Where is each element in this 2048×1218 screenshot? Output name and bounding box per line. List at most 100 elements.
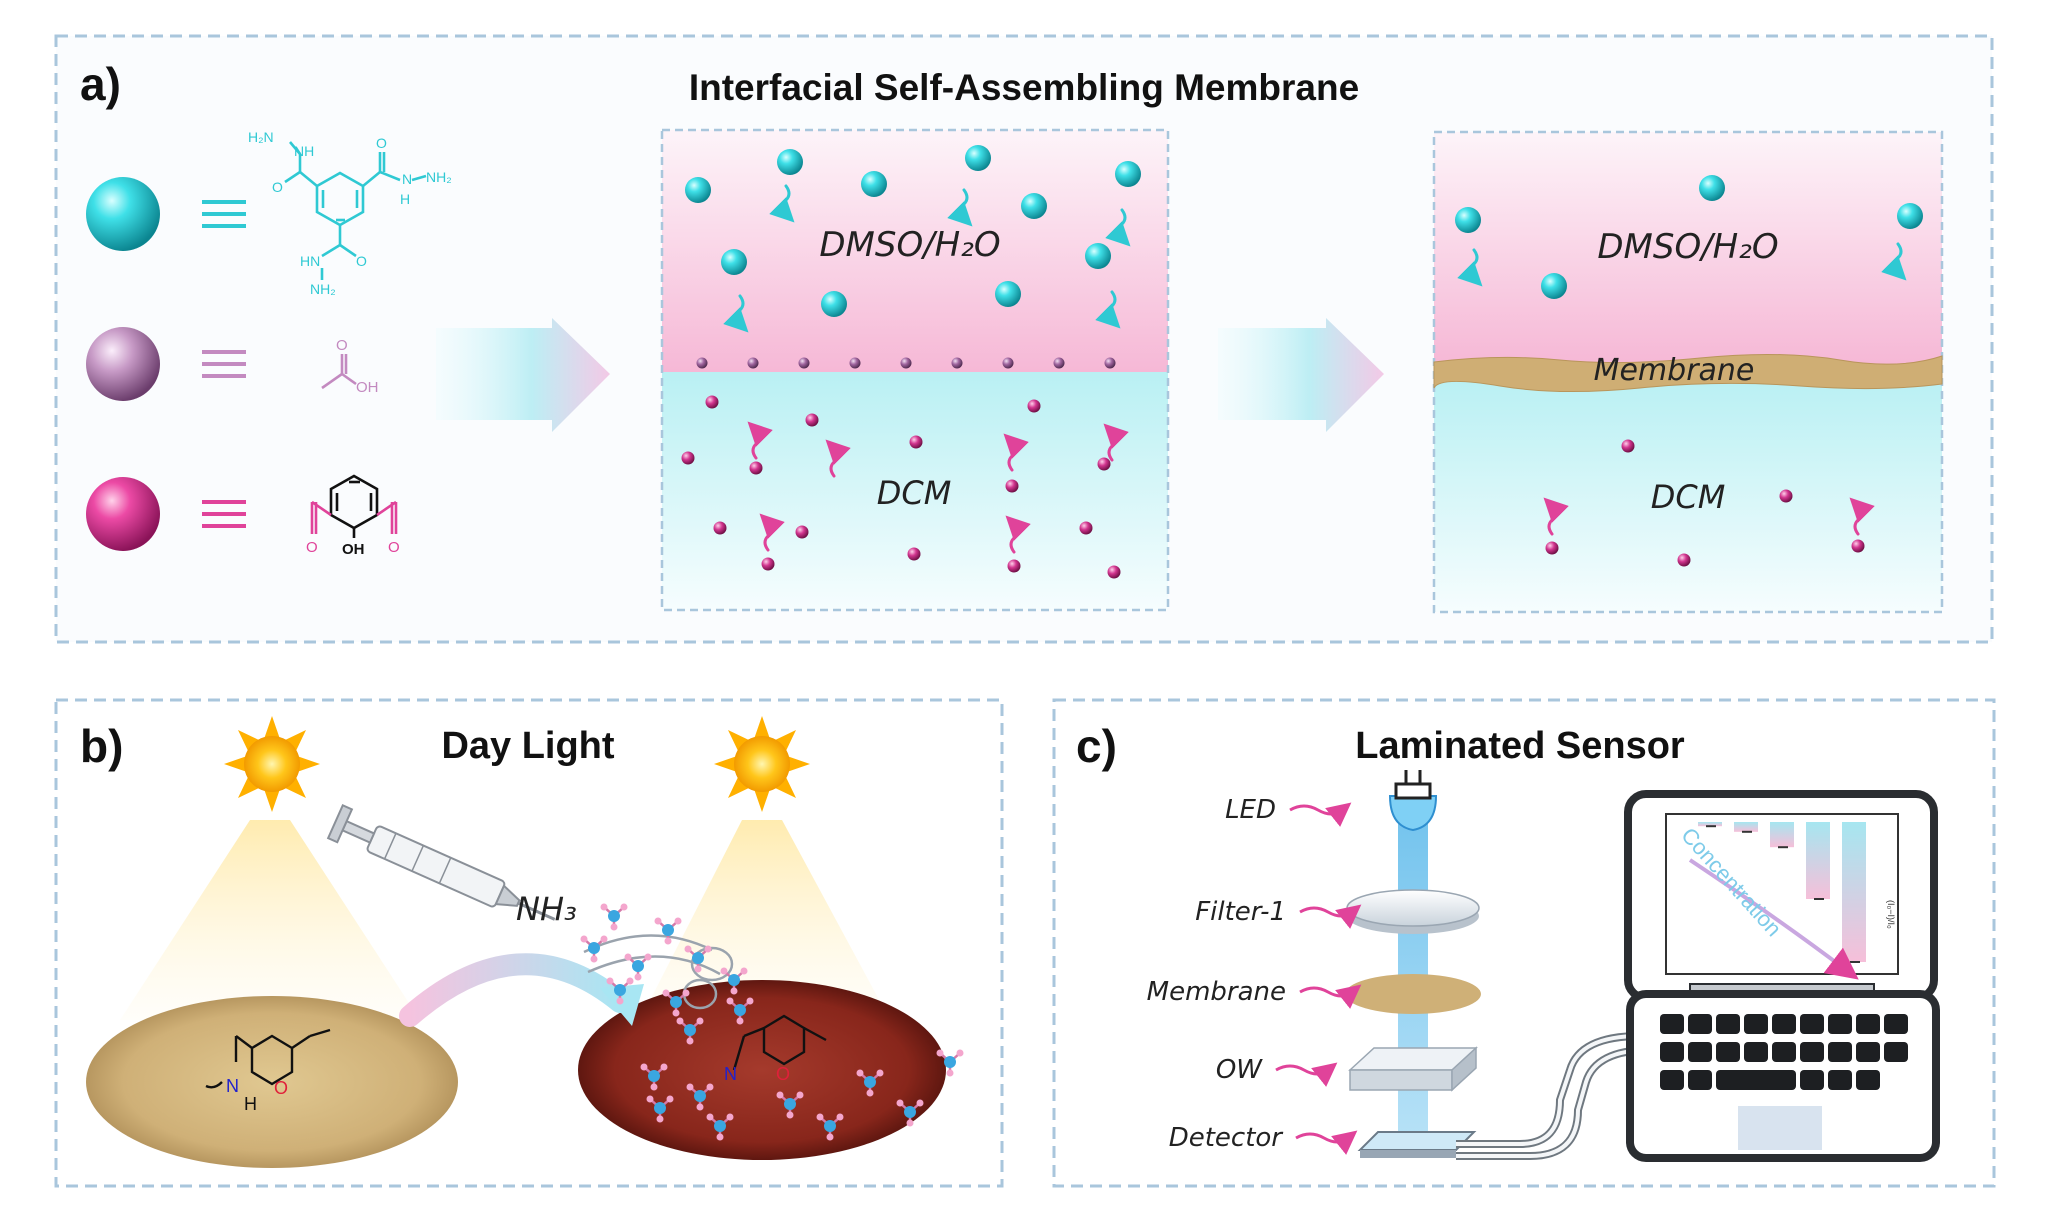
panel-a-tag: a) (80, 58, 121, 110)
purple-particle (951, 357, 963, 369)
keyboard-key (1716, 1070, 1796, 1090)
trihydrazide-structure (284, 141, 427, 280)
cyan-particle (1115, 161, 1141, 187)
magenta-diffusion-arrow (1003, 433, 1029, 472)
stage-1-particles (681, 145, 1141, 579)
svg-text:O: O (306, 539, 318, 556)
ammonia-molecule (776, 1091, 804, 1119)
stage-1-bottom-phase: DCM (877, 474, 952, 512)
magenta-particle (1079, 521, 1093, 535)
keyboard-key (1688, 1042, 1712, 1062)
cyan-particle (965, 145, 991, 171)
cyan-particle (685, 177, 711, 203)
pristine-membrane (86, 996, 458, 1168)
keyboard-key (1800, 1042, 1824, 1062)
panel-b-title: Day Light (441, 725, 614, 767)
svg-text:N: N (402, 171, 412, 187)
laptop-keyboard (1660, 1014, 1908, 1090)
pink-pointer-arrow (1275, 1062, 1338, 1087)
panel-c-title: Laminated Sensor (1355, 725, 1685, 767)
cyan-diffusion-arrow (1105, 208, 1131, 247)
ammonia-molecule (726, 997, 754, 1025)
light-beam-right (640, 820, 890, 1020)
sensor-label-membrane: Membrane (1147, 977, 1286, 1007)
ammonia-molecule (654, 917, 682, 945)
magenta-diffusion-arrow (1849, 497, 1875, 536)
keyboard-key (1716, 1014, 1740, 1034)
purple-particle (1002, 357, 1014, 369)
cyan-diffusion-arrow (769, 184, 795, 223)
sensor-label-led: LED (1225, 795, 1276, 825)
led-icon (1388, 770, 1438, 832)
purple-particle (696, 357, 708, 369)
left-membrane-structure (205, 1028, 331, 1089)
keyboard-key (1660, 1014, 1684, 1034)
magenta-particle (713, 521, 727, 535)
pink-pointer-arrow (1289, 802, 1352, 827)
magenta-particle (1005, 479, 1019, 493)
pink-pointer-arrow (1295, 1130, 1358, 1155)
ammonia-molecule (936, 1049, 964, 1077)
exposure-arrow-head (600, 984, 644, 1026)
cyan-particle (995, 281, 1021, 307)
keyboard-key (1716, 1042, 1740, 1062)
stage-2-bottom-phase: DCM (1651, 478, 1726, 516)
svg-text:NH₂: NH₂ (310, 281, 336, 297)
keyboard-key (1856, 1014, 1880, 1034)
keyboard-key (1660, 1042, 1684, 1062)
magenta-particle (1007, 559, 1021, 573)
keyboard-key (1828, 1070, 1852, 1090)
magenta-particle (1851, 539, 1865, 553)
svg-text:NH: NH (294, 143, 314, 159)
dialdehyde-aldehydes (310, 500, 398, 534)
cyan-particle (1021, 193, 1047, 219)
svg-text:H₂N: H₂N (248, 129, 274, 145)
stage-2-membrane-layer (1433, 353, 1943, 393)
magenta-particle (1779, 489, 1793, 503)
exposure-arrow (399, 953, 631, 1027)
keyboard-key (1884, 1014, 1908, 1034)
right-membrane-structure (732, 1014, 827, 1071)
keyboard-key (1828, 1042, 1852, 1062)
ammonia-molecule (606, 977, 634, 1005)
svg-text:N: N (226, 1076, 239, 1096)
cyan-particle (1897, 203, 1923, 229)
cyan-sphere-icon (86, 177, 160, 251)
process-arrow-1 (436, 318, 610, 432)
magenta-particle (909, 435, 923, 449)
purple-particle (798, 357, 810, 369)
cyan-diffusion-arrow (1881, 242, 1907, 281)
stage-1-top-phase: DMSO/H₂O (819, 225, 1000, 265)
magenta-particle (907, 547, 921, 561)
keyboard-key (1856, 1070, 1880, 1090)
trihydrazide-labels: H₂N NH O O N H NH₂ HN NH₂ O (248, 129, 452, 297)
purple-particle (1104, 357, 1116, 369)
magenta-particle (1621, 439, 1635, 453)
stage-2-box: DMSO/H₂O Membrane DCM (1432, 130, 1944, 614)
stage-2-particles (1455, 175, 1923, 567)
process-arrow-2 (1218, 318, 1384, 432)
ammonia-exposed-membrane (578, 980, 946, 1160)
keyboard-key (1744, 1042, 1768, 1062)
keyboard-key (1660, 1070, 1684, 1090)
cyan-particle (1541, 273, 1567, 299)
ammonia-molecule (856, 1069, 884, 1097)
svg-text:NH₂: NH₂ (426, 169, 452, 185)
svg-text:O: O (274, 1078, 288, 1098)
keyboard-key (1688, 1070, 1712, 1090)
magenta-particle (1545, 541, 1559, 555)
ammonia-molecule (624, 953, 652, 981)
ammonia-molecule (684, 945, 712, 973)
svg-text:H: H (244, 1094, 257, 1114)
magenta-diffusion-arrow (825, 439, 851, 478)
cyan-particle (1699, 175, 1725, 201)
magenta-particle (749, 461, 763, 475)
svg-text:N: N (724, 1064, 737, 1084)
svg-text:O: O (388, 539, 400, 556)
sun-icon-right (714, 716, 810, 812)
ammonia-molecule (600, 903, 628, 931)
keyboard-key (1772, 1042, 1796, 1062)
magenta-diffusion-arrow (1005, 515, 1031, 554)
pink-pointer-arrow (1299, 984, 1362, 1009)
